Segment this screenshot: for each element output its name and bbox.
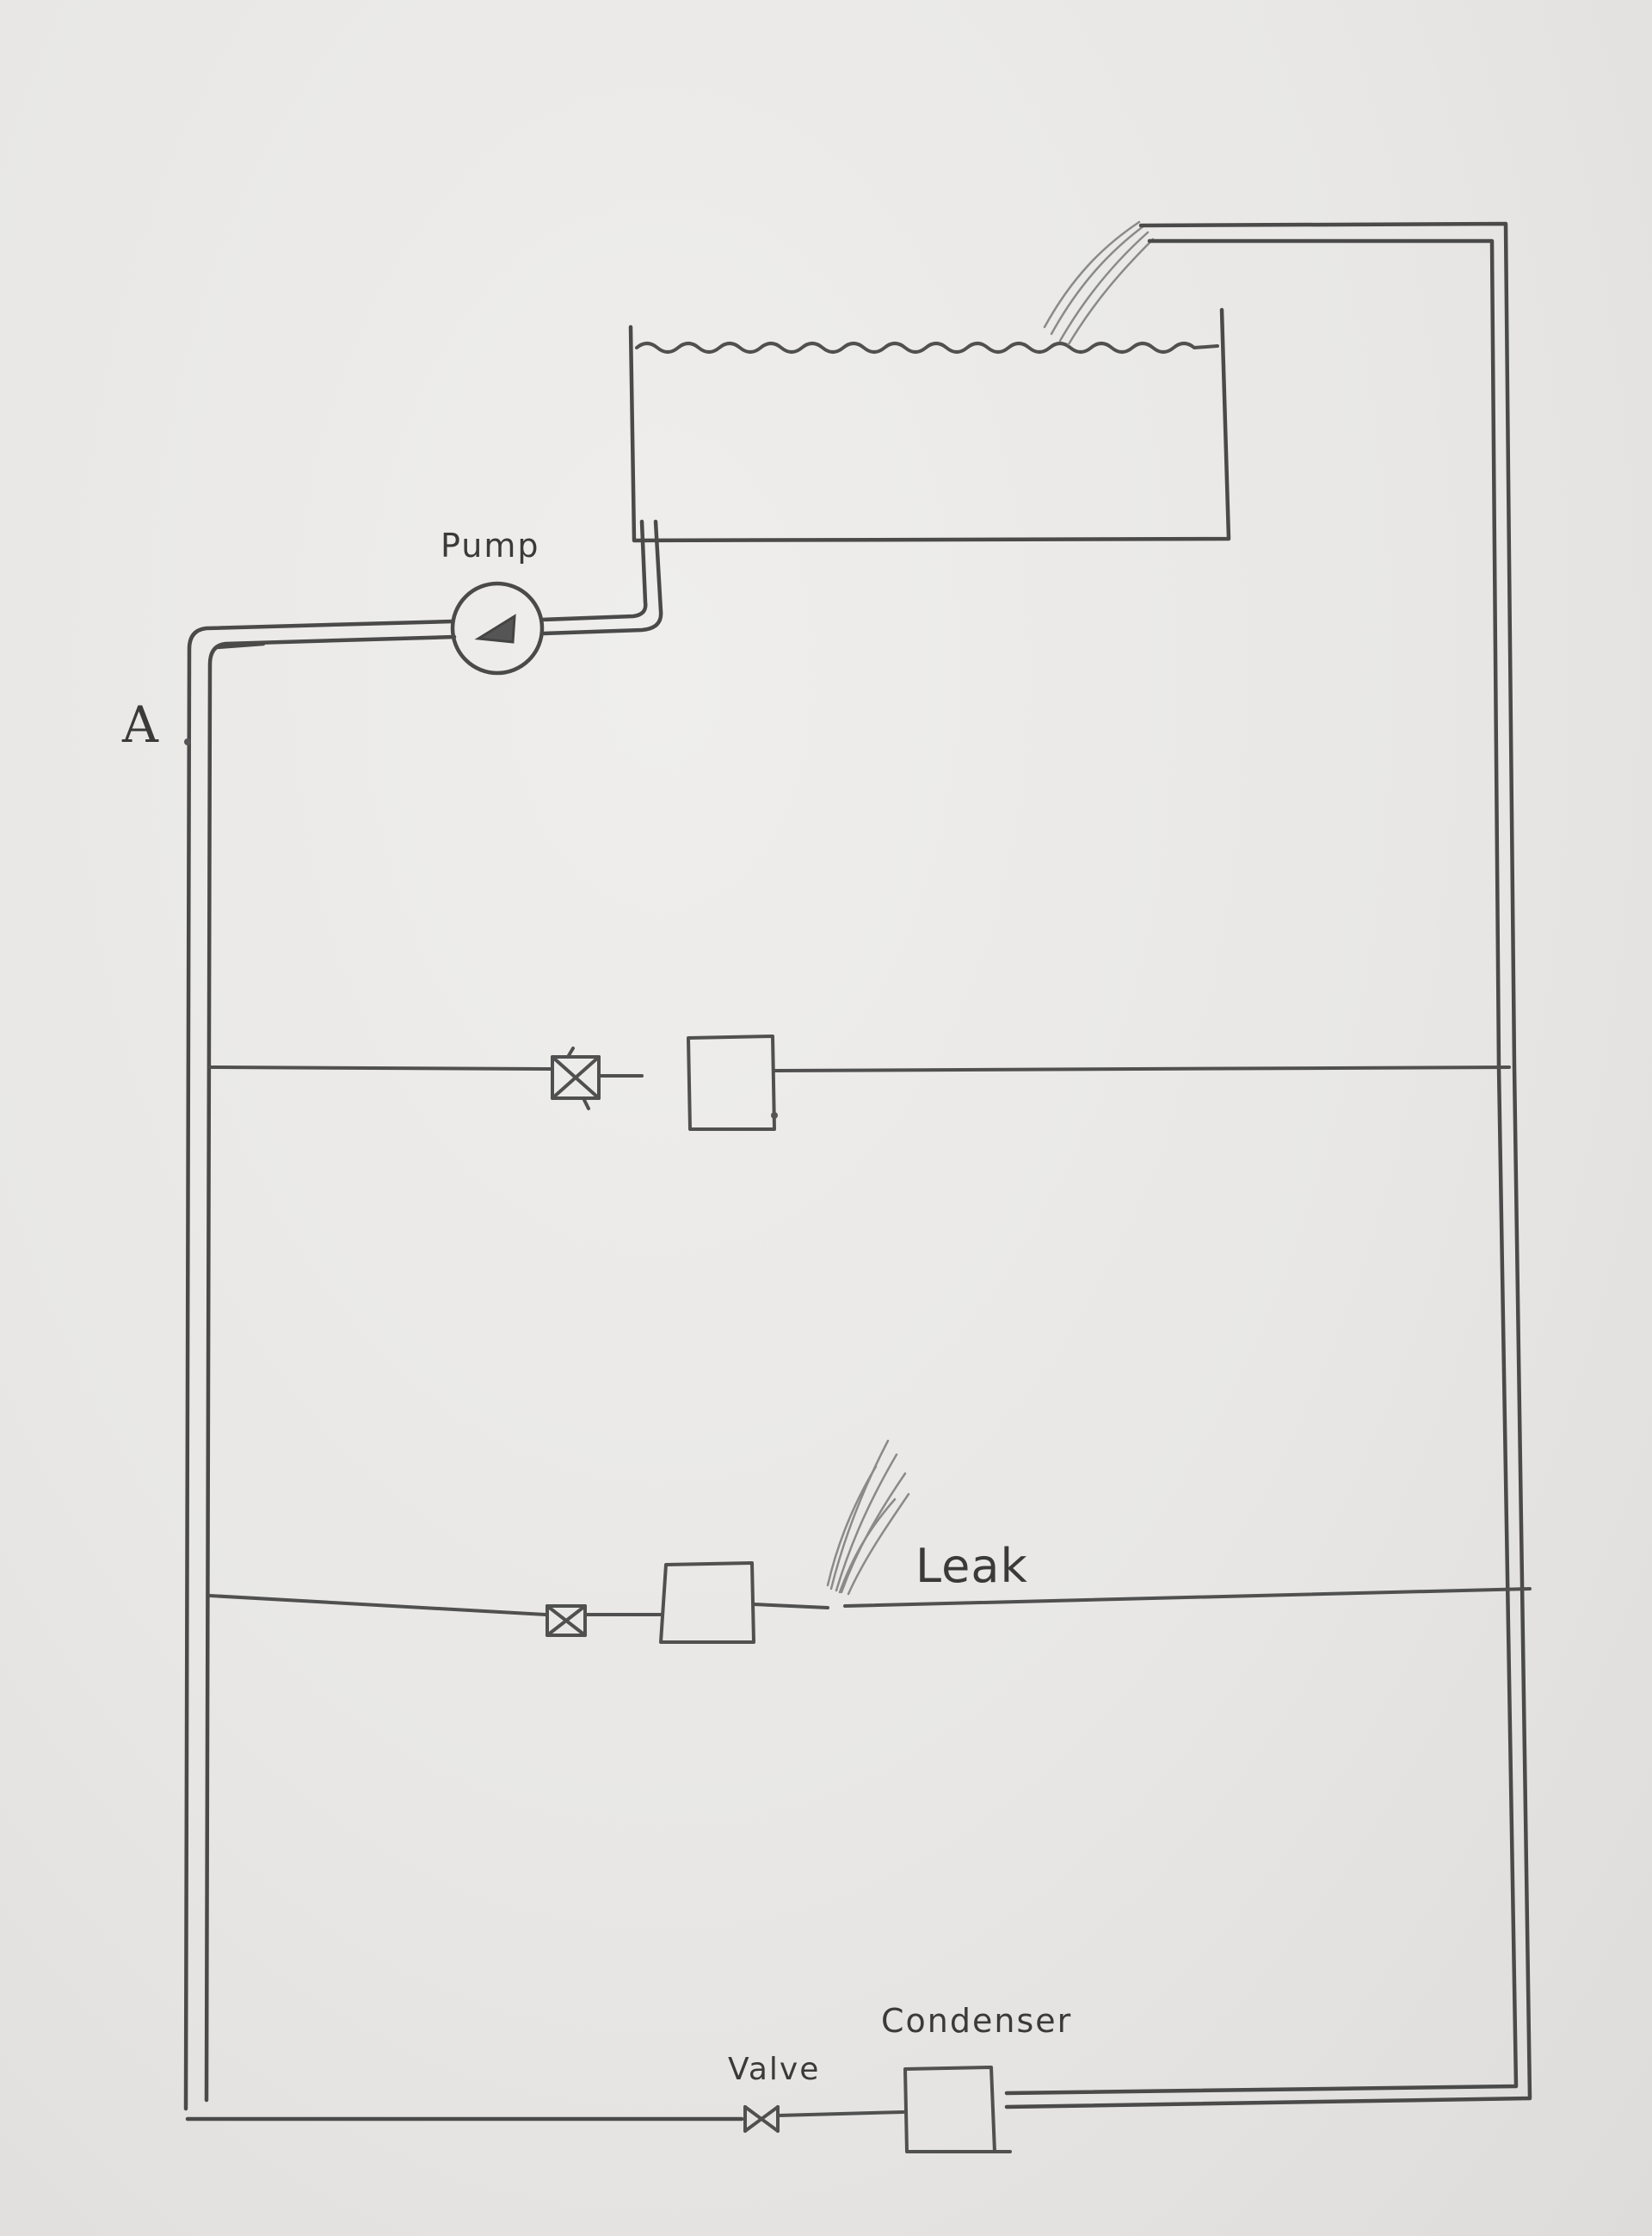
pump-icon (450, 581, 545, 676)
supply-pipe (183, 619, 457, 2111)
valve-icon (551, 1047, 601, 1110)
heat-exchanger-icon (687, 1035, 778, 1131)
point-a-label: A (122, 695, 160, 754)
heat-exchanger-icon (659, 1561, 755, 1644)
condenser-icon (903, 2066, 1012, 2153)
bottom-branch (185, 2066, 1012, 2153)
branch-2 (208, 1561, 1532, 1644)
valve-label: Valve (728, 2052, 821, 2087)
tank-outlet-pipe (539, 519, 663, 636)
point-a-marker (184, 738, 191, 745)
inflow-spray-icon (1043, 220, 1155, 346)
condenser-label: Condenser (881, 2002, 1073, 2040)
valve-icon (546, 1604, 587, 1637)
pump-label: Pump (441, 527, 540, 565)
leak-spray-icon (826, 1439, 910, 1596)
valve-icon (743, 2105, 780, 2133)
branch-1 (208, 1035, 1511, 1131)
leak-label: Leak (915, 1539, 1028, 1593)
tank-icon (628, 307, 1231, 543)
return-pipe (1004, 221, 1532, 2109)
